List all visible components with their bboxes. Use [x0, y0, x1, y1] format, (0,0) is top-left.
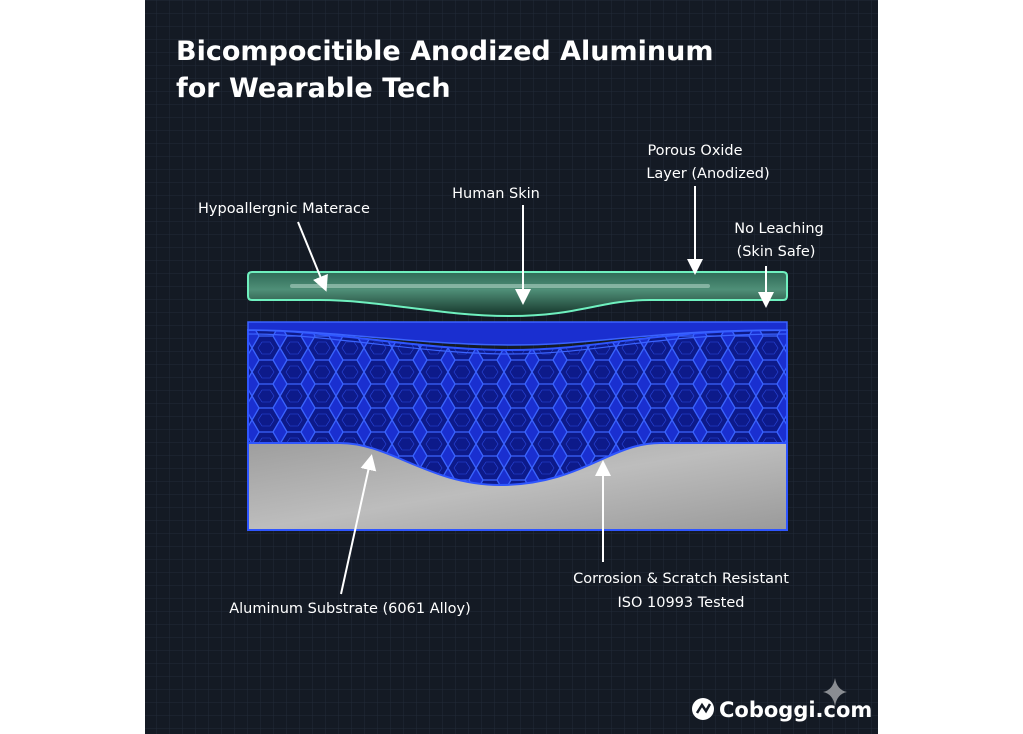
- label-corrosion-1: Corrosion & Scratch Resistant: [573, 571, 789, 587]
- label-porous-oxide-2: Layer (Anodized): [646, 166, 769, 182]
- arrow-hypoallergenic: [297, 221, 328, 292]
- sparkle-icon: [823, 678, 847, 706]
- title-line-2: for Wearable Tech: [176, 73, 451, 104]
- oxide-top-film: [247, 321, 788, 346]
- logo-icon: [692, 698, 714, 720]
- label-no-leaching-1: No Leaching: [734, 221, 824, 237]
- label-porous-oxide-1: Porous Oxide: [647, 143, 742, 159]
- label-substrate: Aluminum Substrate (6061 Alloy): [229, 601, 471, 617]
- label-corrosion-2: ISO 10993 Tested: [618, 595, 745, 611]
- oxide-film-line: [247, 333, 788, 355]
- label-human-skin: Human Skin: [452, 186, 540, 202]
- label-hypoallergenic: Hypoallergnic Materace: [198, 201, 370, 217]
- title-line-1: Bicompocitible Anodized Aluminum: [176, 36, 713, 67]
- arrow-substrate: [340, 454, 377, 595]
- logo-text: Coboggi.com: [719, 698, 872, 722]
- logo: Coboggi.com: [692, 698, 872, 722]
- diagram-canvas: Bicompocitible Anodized Aluminum for Wea…: [145, 0, 878, 734]
- label-no-leaching-2: (Skin Safe): [737, 244, 816, 260]
- skin-highlight: [290, 284, 710, 288]
